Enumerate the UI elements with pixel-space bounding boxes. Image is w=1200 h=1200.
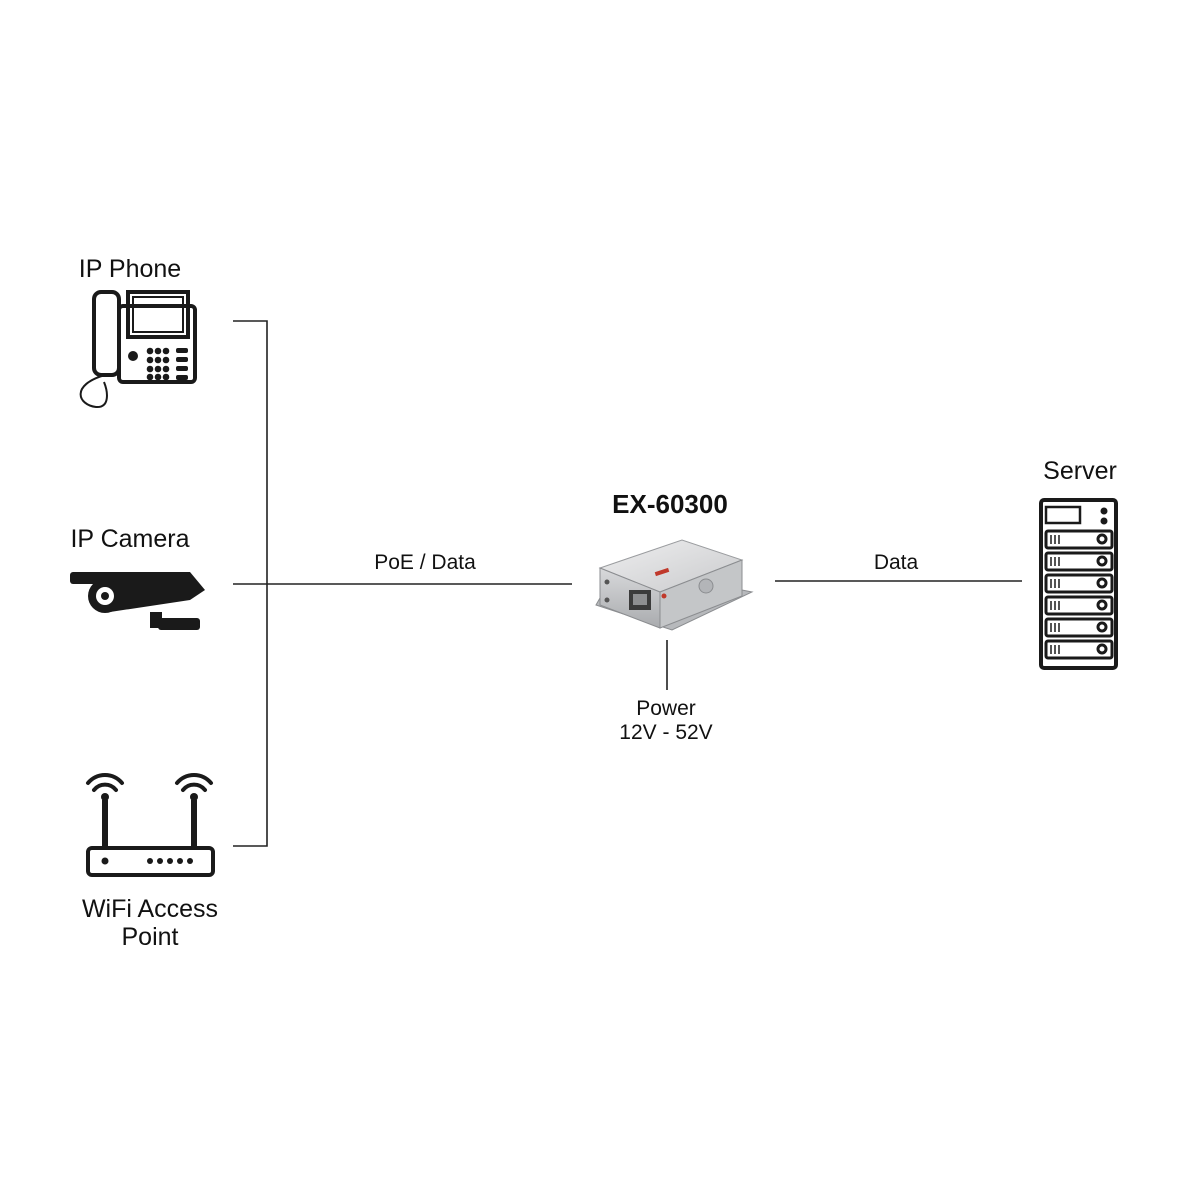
server-label: Server <box>1043 457 1117 485</box>
wifi-access-point-label-line2: Point <box>121 923 179 951</box>
ip-phone-label: IP Phone <box>78 255 182 283</box>
wifi-access-point-label-line1: WiFi Access <box>81 895 219 923</box>
power-label-line2: 12V - 52V <box>619 721 713 744</box>
data-label: Data <box>873 551 919 574</box>
ip-camera-label: IP Camera <box>70 525 190 553</box>
poe-data-label: PoE / Data <box>374 551 476 574</box>
extender-label: EX-60300 <box>612 489 728 519</box>
power-label-line1: Power <box>636 697 696 720</box>
